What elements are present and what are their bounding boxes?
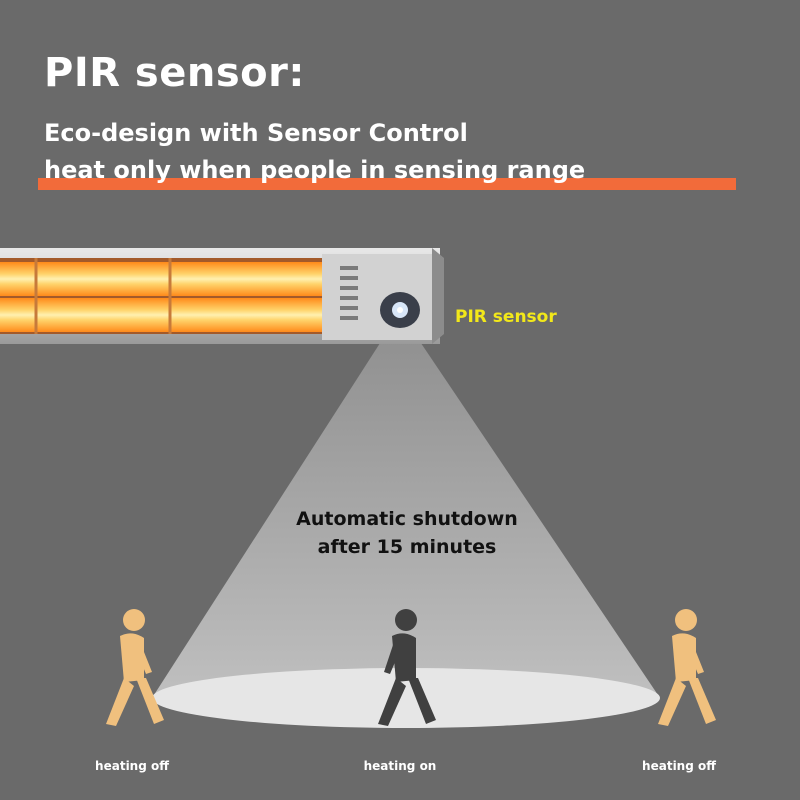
accent-underline bbox=[38, 178, 736, 190]
person-right-icon bbox=[658, 609, 716, 726]
person-center-label: heating on bbox=[363, 759, 437, 773]
infrared-heater bbox=[0, 248, 444, 344]
person-center-icon bbox=[378, 609, 436, 726]
sensing-cone bbox=[152, 312, 660, 728]
beam-caption-line-1: Automatic shutdown bbox=[296, 508, 518, 530]
subtitle-line-2: heat only when people in sensing range bbox=[44, 156, 586, 184]
vent-grille bbox=[340, 266, 358, 320]
person-left-label: heating off bbox=[95, 759, 169, 773]
person-right-label: heating off bbox=[642, 759, 716, 773]
pir-sensor-label: PIR sensor bbox=[455, 307, 557, 327]
beam-caption-line-2: after 15 minutes bbox=[317, 536, 497, 558]
subtitle-line-1: Eco-design with Sensor Control bbox=[44, 119, 468, 147]
person-left-icon bbox=[106, 609, 164, 726]
page-title: PIR sensor: bbox=[44, 50, 305, 96]
pir-sensor-icon bbox=[380, 292, 420, 328]
